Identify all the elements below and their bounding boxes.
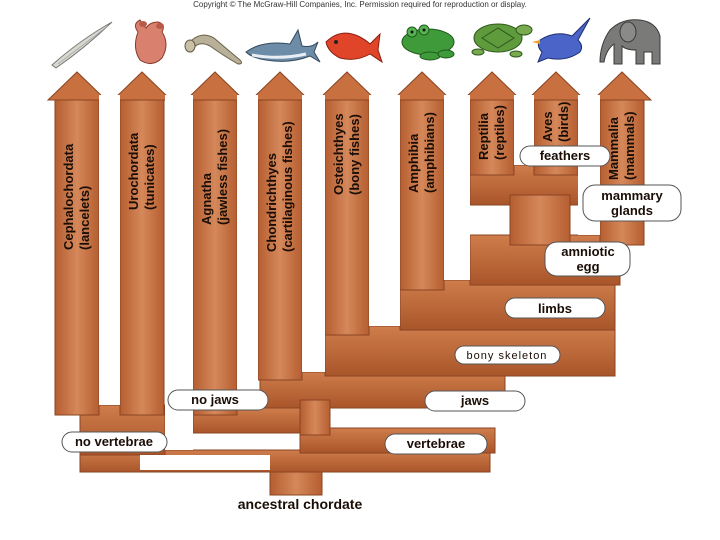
trait-mammary-glands: mammary glands	[582, 184, 682, 222]
elephant-icon	[599, 19, 661, 65]
svg-text:no vertebrae: no vertebrae	[75, 434, 153, 449]
taxon-name: Osteichthyes	[331, 113, 346, 195]
trait-amniotic-egg: amniotic egg	[544, 241, 631, 277]
tunicate-icon	[134, 19, 167, 64]
copyright-notice: Copyright © The McGraw-Hill Companies, I…	[193, 0, 527, 9]
root-label: ancestral chordate	[238, 496, 363, 512]
taxon-common-name: (birds)	[556, 102, 571, 142]
trait-no-vertebrae: no vertebrae	[61, 431, 168, 453]
taxon-common-name: (cartilaginous fishes)	[280, 121, 295, 252]
taxon-name: Mammalia	[606, 116, 621, 180]
taxon-common-name: (reptiles)	[492, 105, 507, 160]
taxon-common-name: (lancelets)	[77, 186, 92, 250]
taxon-common-name: (bony fishes)	[347, 114, 362, 195]
shark-icon	[245, 28, 321, 63]
svg-text:glands: glands	[611, 203, 653, 218]
svg-text:amniotic: amniotic	[561, 244, 614, 259]
svg-text:no jaws: no jaws	[191, 392, 239, 407]
taxon-name: Cephalochordata	[61, 143, 76, 250]
svg-text:mammary: mammary	[601, 188, 663, 203]
taxon-common-name: (mammals)	[622, 111, 637, 180]
svg-text:jaws: jaws	[460, 393, 489, 408]
trait-jaws: jaws	[424, 390, 526, 412]
taxon-common-name: (tunicates)	[142, 144, 157, 210]
svg-text:feathers: feathers	[540, 148, 591, 163]
trait-labels: feathers mammary glands amniotic egg lim…	[61, 145, 682, 455]
trait-no-jaws: no jaws	[167, 389, 269, 411]
taxon-name: Agnatha	[199, 172, 214, 225]
trait-bony-skeleton: bony skeleton	[454, 345, 561, 365]
svg-text:vertebrae: vertebrae	[407, 436, 466, 451]
trait-vertebrae: vertebrae	[384, 433, 488, 455]
lamprey-icon	[184, 34, 243, 65]
taxon-labels: Cephalochordata (lancelets) Urochordata …	[61, 102, 637, 252]
bird-icon	[532, 17, 591, 63]
svg-text:limbs: limbs	[538, 301, 572, 316]
taxon-name: Urochordata	[126, 132, 141, 210]
lancelet-icon	[51, 21, 113, 69]
taxon-common-name: (amphibians)	[422, 112, 437, 193]
organism-icons	[51, 17, 661, 69]
taxon-name: Aves	[540, 111, 555, 142]
svg-text:bony skeleton: bony skeleton	[467, 350, 548, 362]
trait-limbs: limbs	[504, 297, 606, 319]
taxon-common-name: (jawless fishes)	[215, 129, 230, 225]
bony-fish-icon	[325, 32, 383, 64]
taxon-name: Chondrichthyes	[264, 153, 279, 252]
taxon-name: Reptilia	[476, 112, 491, 160]
frog-icon	[401, 24, 455, 61]
trait-feathers: feathers	[519, 145, 611, 167]
turtle-icon	[471, 23, 533, 58]
taxon-name: Amphibia	[406, 133, 421, 193]
svg-text:egg: egg	[576, 259, 599, 274]
